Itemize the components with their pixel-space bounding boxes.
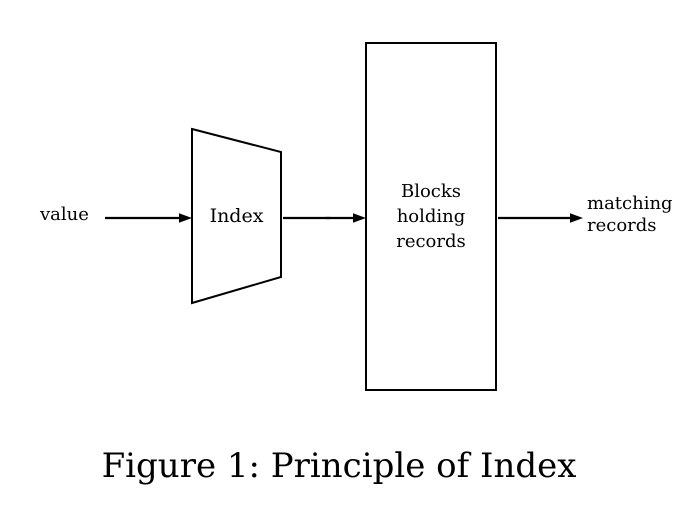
arrowhead-index-to-blocks [353, 213, 366, 223]
blocks-rectangle-shape [365, 42, 497, 391]
index-trapezoid-shape [191, 127, 282, 305]
figure-caption: Figure 1: Principle of Index [101, 446, 577, 486]
index-label: Index [209, 205, 264, 227]
value-label: value [40, 204, 89, 225]
arrowhead-value-to-index [179, 213, 192, 223]
arrowhead-blocks-to-matching [570, 213, 583, 223]
matching-records-label: matching records [587, 193, 673, 236]
blocks-holding-records-label: Blocks holding records [396, 181, 466, 252]
